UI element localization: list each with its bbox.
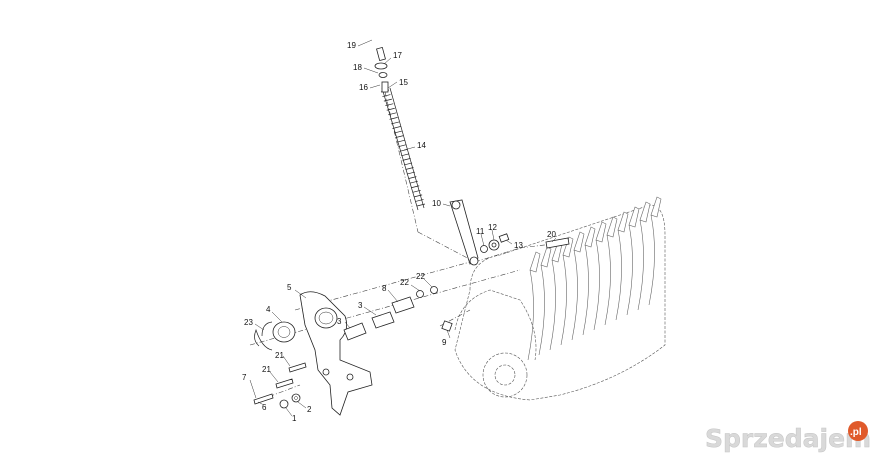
- callout-14: 14: [417, 141, 426, 150]
- bolt-21b: [288, 362, 307, 373]
- spring-coil: [398, 144, 407, 148]
- spring-coil: [401, 153, 410, 157]
- bolt-20: [545, 237, 570, 249]
- spring-coil: [415, 199, 424, 202]
- watermark-logo: Sprzedajemy .pl: [705, 421, 870, 453]
- washer-2: [291, 393, 301, 403]
- spacer-3a: [343, 322, 367, 341]
- callout-1: 1: [292, 414, 297, 423]
- spring-coil: [383, 98, 392, 102]
- spring: [374, 46, 426, 211]
- callout-9: 9: [442, 338, 447, 347]
- callout-labels: 19 17 18 15 16 14 10 11 12 13 20 5 4 23 …: [242, 41, 556, 423]
- rotor-tine: [560, 236, 574, 346]
- plate-8: [391, 296, 415, 314]
- callout-17: 17: [393, 51, 402, 60]
- rotor-tine: [637, 201, 651, 311]
- spring-coil: [390, 121, 400, 125]
- callout-16: 16: [359, 83, 368, 92]
- callout-22-right: 22: [416, 272, 425, 281]
- rotor-tine: [648, 196, 662, 306]
- callout-23: 23: [244, 318, 253, 327]
- spring-coil: [406, 171, 416, 175]
- callout-15: 15: [399, 78, 408, 87]
- bracket-5: [299, 291, 373, 416]
- callout-3-upper: 3: [358, 301, 363, 310]
- callout-3-lower: 3: [337, 317, 342, 326]
- rotor-tine: [582, 226, 596, 336]
- spring-coil: [388, 112, 397, 116]
- callout-21-upper: 21: [275, 351, 284, 360]
- nut-11: [480, 245, 488, 253]
- spring-coil: [405, 167, 414, 170]
- spring-coil: [389, 117, 398, 120]
- spring-coil: [411, 185, 420, 189]
- callout-5: 5: [287, 283, 292, 292]
- leader-lines: [249, 39, 557, 417]
- spring-coil: [395, 135, 404, 138]
- rotor-tine: [549, 241, 563, 351]
- bolt-21a: [275, 378, 294, 389]
- hardware-right: [441, 233, 570, 332]
- callout-2: 2: [307, 405, 312, 414]
- callout-21-lower: 21: [262, 365, 271, 374]
- rotor-tine: [604, 216, 618, 326]
- spring-coil: [393, 130, 403, 134]
- spring-coil: [412, 189, 421, 193]
- spring-coils: [380, 89, 426, 207]
- spacer-3b: [371, 311, 395, 329]
- spring-coil: [403, 162, 413, 166]
- callout-10: 10: [432, 199, 441, 208]
- rotor-tine: [571, 231, 585, 341]
- nut-18: [378, 72, 388, 78]
- rotor-tine: [626, 206, 640, 316]
- callout-12: 12: [488, 223, 497, 232]
- nut-22b: [430, 286, 438, 294]
- spring-coil: [414, 194, 423, 198]
- watermark-badge-icon: [848, 421, 868, 441]
- callout-8: 8: [382, 284, 387, 293]
- bearing-and-clip: [254, 321, 296, 351]
- callout-4: 4: [266, 305, 271, 314]
- bearing-4: [272, 321, 296, 343]
- callout-20: 20: [547, 230, 556, 239]
- rotor-tine: [615, 211, 629, 321]
- nut-9: [441, 320, 453, 332]
- spring-coil: [396, 139, 405, 143]
- spring-coil: [416, 203, 426, 207]
- callout-18: 18: [353, 63, 362, 72]
- callout-6: 6: [262, 403, 267, 412]
- spring-coil: [408, 176, 417, 179]
- bushing-16: [381, 81, 389, 93]
- callout-7: 7: [242, 373, 247, 382]
- spring-coil: [392, 126, 401, 129]
- nut-22a: [416, 290, 424, 298]
- callout-13: 13: [514, 241, 523, 250]
- rotor-tine: [527, 251, 541, 361]
- spring-coil: [386, 107, 395, 111]
- watermark-badge: .pl: [850, 427, 862, 438]
- spacers: [343, 286, 438, 341]
- rotor-tine: [538, 246, 552, 356]
- hardware-left: [253, 362, 307, 409]
- washer-17: [374, 62, 388, 70]
- arm-10: [449, 199, 479, 266]
- rotor-assembly: [454, 196, 666, 401]
- spring-coil: [382, 94, 391, 97]
- nut-1: [279, 399, 289, 409]
- spring-coil: [402, 158, 411, 161]
- rotor-tines: [527, 196, 662, 361]
- circlip-23: [254, 321, 273, 351]
- bolt-19: [376, 46, 386, 62]
- spring-coil: [385, 103, 394, 107]
- callout-22-left: 22: [400, 278, 409, 287]
- callout-11: 11: [476, 227, 485, 236]
- watermark-text: Sprzedajemy: [705, 424, 870, 453]
- bolt-7: [253, 393, 274, 405]
- rotor-tine: [593, 221, 607, 331]
- spring-coil: [409, 180, 418, 184]
- callout-19: 19: [347, 41, 356, 50]
- spring-coil: [399, 148, 408, 152]
